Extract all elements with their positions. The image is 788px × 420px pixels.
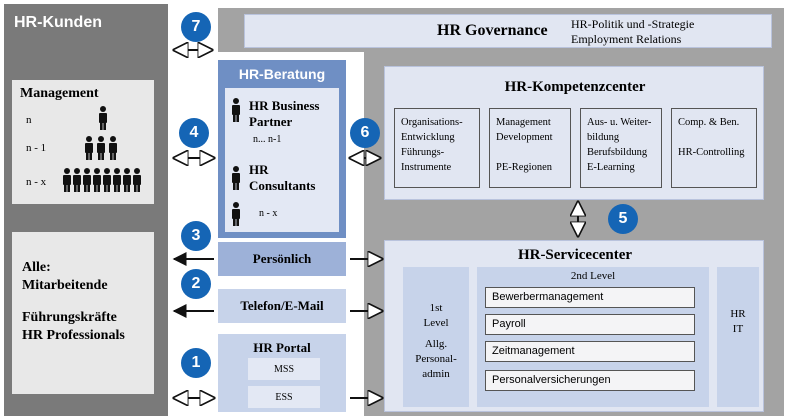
kompetenz-text: bildung bbox=[587, 132, 620, 143]
kompetenz-text: Aus- u. Weiter- bbox=[587, 117, 652, 128]
badge-2: 2 bbox=[181, 269, 211, 299]
hr-kompetenzcenter-box: HR-Kompetenzcenter Organisations- Entwic… bbox=[384, 66, 764, 200]
management-level-n: n bbox=[26, 114, 32, 126]
hr-beratung-box: HR-Beratung HR Business Partner n... n-1… bbox=[218, 60, 346, 238]
hr-governance-box: HR Governance HR-Politik und -Strategie … bbox=[244, 14, 772, 48]
second-level-box: 2nd Level Bewerbermanagement Payroll Zei… bbox=[477, 267, 709, 407]
management-level-n-x: n - x bbox=[26, 176, 47, 188]
first-level-text: 1st bbox=[429, 302, 443, 314]
kompetenz-box-organisation: Organisations- Entwicklung Führungs- Ins… bbox=[394, 108, 480, 188]
governance-line-1: HR-Politik und -Strategie bbox=[571, 17, 695, 31]
badge-1: 1 bbox=[181, 348, 211, 378]
second-level-item: Bewerbermanagement bbox=[485, 287, 695, 308]
kompetenz-text: Berufsbildung bbox=[587, 147, 648, 158]
management-box: Management n n - 1 n - x bbox=[12, 80, 154, 204]
first-level-text: Personal- bbox=[415, 353, 457, 365]
kompetenz-box-comp: Comp. & Ben. HR-Controlling bbox=[671, 108, 757, 188]
badge-3: 3 bbox=[181, 221, 211, 251]
beratung-title: HR-Beratung bbox=[238, 66, 326, 82]
business-partner-level: n... n-1 bbox=[253, 134, 282, 145]
governance-line-2: Employment Relations bbox=[571, 32, 682, 46]
kompetenz-text: Organisations- bbox=[401, 117, 463, 128]
channel-persoenlich: Persönlich bbox=[218, 242, 346, 276]
mss-box: MSS bbox=[248, 358, 320, 380]
consultants-level: n - x bbox=[259, 208, 278, 219]
business-partner-line-2: Partner bbox=[249, 114, 293, 129]
management-level-n-1: n - 1 bbox=[26, 142, 47, 154]
hr-it-box: HR IT bbox=[717, 267, 759, 407]
kompetenz-text: E-Learning bbox=[587, 162, 635, 173]
kompetenz-text: HR-Controlling bbox=[678, 147, 745, 158]
kompetenz-text: Management bbox=[496, 117, 551, 128]
kompetenz-box-bildung: Aus- u. Weiter- bildung Berufsbildung E-… bbox=[580, 108, 662, 188]
consultants-line-1: HR bbox=[249, 162, 269, 177]
kompetenz-text: Development bbox=[496, 132, 553, 143]
business-partner-line-1: HR Business bbox=[249, 98, 320, 113]
second-level-item: Personalversicherungen bbox=[485, 370, 695, 391]
hr-portal-title: HR Portal bbox=[253, 340, 311, 355]
badge-5: 5 bbox=[608, 204, 638, 234]
second-level-title: 2nd Level bbox=[570, 270, 616, 282]
second-level-item: Payroll bbox=[485, 314, 695, 335]
badge-7: 7 bbox=[181, 12, 211, 42]
alle-box: Alle: Mitarbeitende Führungskräfte HR Pr… bbox=[12, 232, 154, 394]
kompetenz-text: Comp. & Ben. bbox=[678, 117, 740, 128]
beratung-inner: HR Business Partner n... n-1 HR Consulta… bbox=[225, 88, 339, 232]
kompetenz-text: PE-Regionen bbox=[496, 162, 552, 173]
hr-servicecenter-box: HR-Servicecenter 1st Level Allg. Persona… bbox=[384, 240, 764, 412]
channel-telefon-email: Telefon/E-Mail bbox=[218, 289, 346, 323]
alle-title: Alle: bbox=[22, 260, 51, 275]
hr-portal-box: HR Portal MSS ESS bbox=[218, 334, 346, 412]
hr-kunden-title: HR-Kunden bbox=[14, 14, 102, 31]
first-level-text: Level bbox=[423, 317, 449, 329]
governance-title: HR Governance bbox=[437, 22, 548, 39]
service-title: HR-Servicecenter bbox=[517, 247, 633, 263]
first-level-text: Allg. bbox=[424, 338, 448, 350]
kompetenz-text: Instrumente bbox=[401, 162, 452, 173]
first-level-text: admin bbox=[422, 368, 450, 380]
badge-6: 6 bbox=[350, 118, 380, 148]
management-title: Management bbox=[20, 86, 99, 101]
hr-it-text: IT bbox=[732, 323, 744, 335]
badge-4: 4 bbox=[179, 118, 209, 148]
kompetenz-title: HR-Kompetenzcenter bbox=[504, 79, 646, 95]
kompetenz-text: Führungs- bbox=[401, 147, 445, 158]
kompetenz-box-management: Management Development PE-Regionen bbox=[489, 108, 571, 188]
second-level-item: Zeitmanagement bbox=[485, 341, 695, 362]
alle-mitarbeitende: Mitarbeitende bbox=[22, 278, 108, 293]
first-level-box: 1st Level Allg. Personal- admin bbox=[403, 267, 469, 407]
alle-hr-professionals: HR Professionals bbox=[22, 328, 125, 343]
hr-it-text: HR bbox=[730, 308, 746, 320]
alle-fuehrungskraefte: Führungskräfte bbox=[22, 310, 117, 325]
kompetenz-text: Entwicklung bbox=[401, 132, 455, 143]
ess-box: ESS bbox=[248, 386, 320, 408]
consultants-line-2: Consultants bbox=[249, 178, 316, 193]
